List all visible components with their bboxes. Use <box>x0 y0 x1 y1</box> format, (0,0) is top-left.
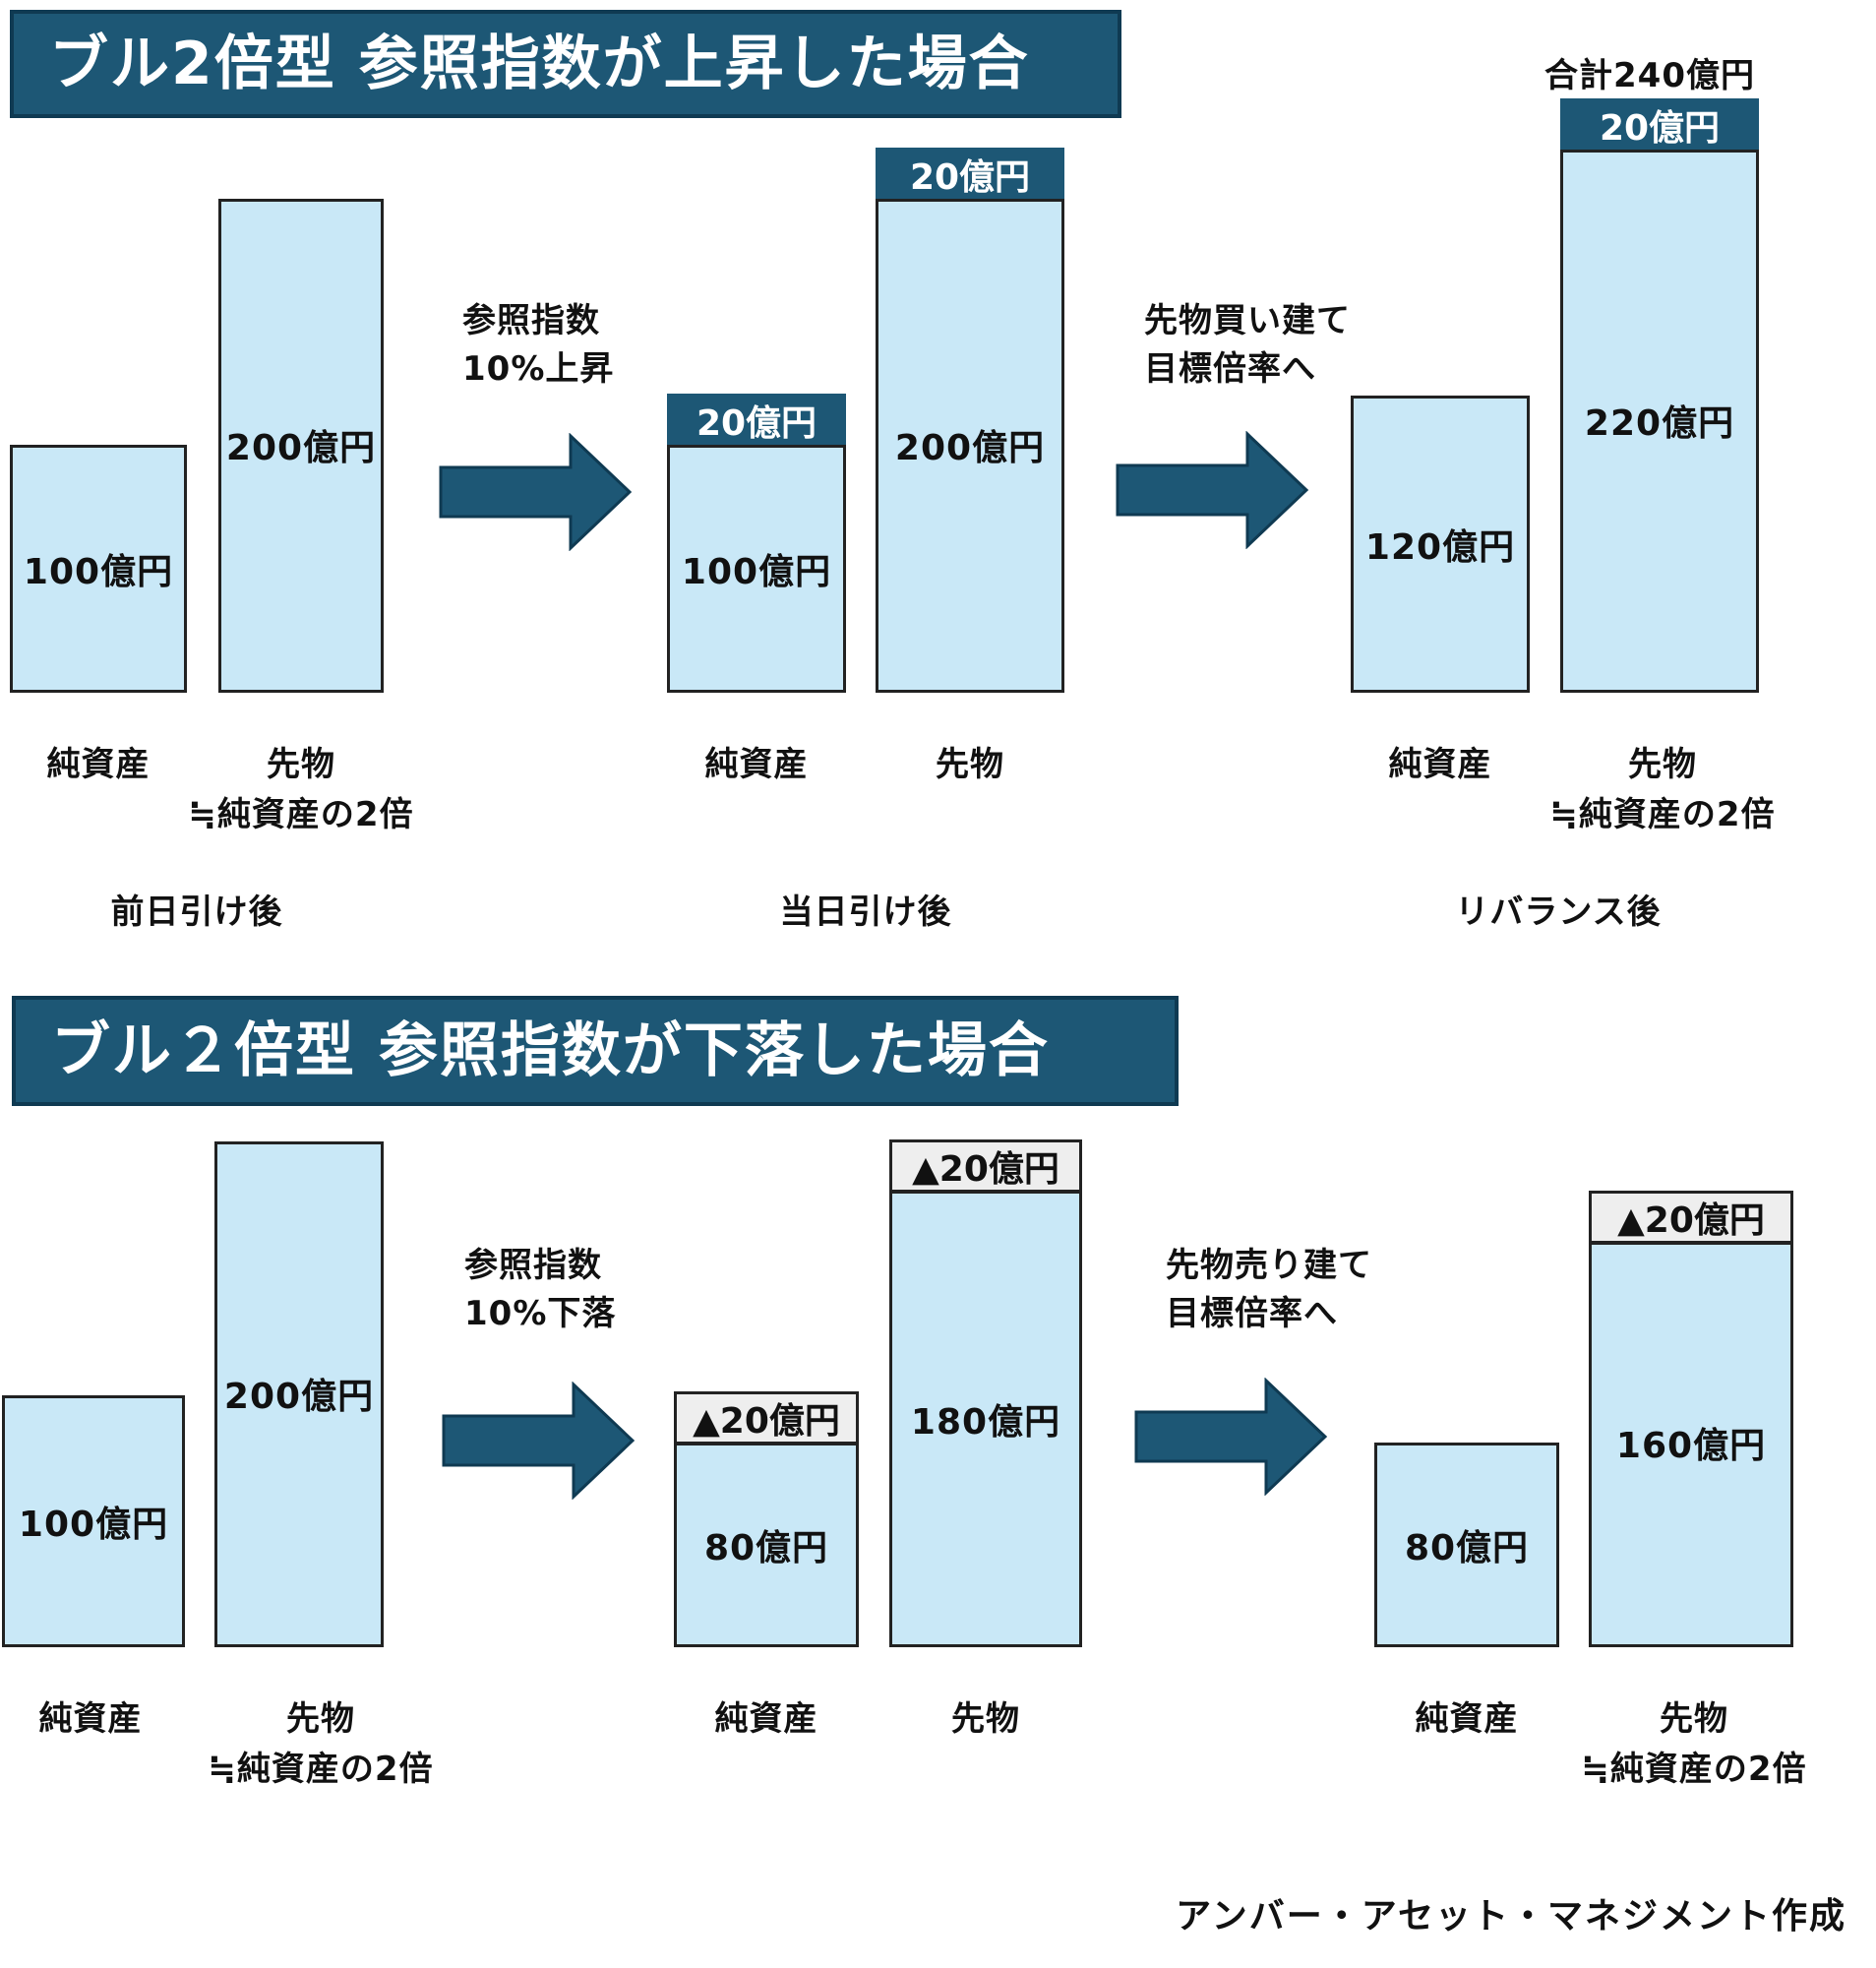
futures-label: 先物≒純資産の2倍 <box>208 1699 434 1789</box>
futures-value: 200億円 <box>223 1377 375 1417</box>
title-up: ブル2倍型 参照指数が上昇した場合 <box>10 10 1121 118</box>
futures-value: 160億円 <box>1615 1426 1767 1466</box>
stage-caption: 前日引け後 <box>110 892 283 932</box>
net-asset-bar <box>1374 1443 1559 1647</box>
right-arrow-icon <box>439 433 633 551</box>
credit-text: アンバー・アセット・マネジメント作成 <box>1176 1896 1846 1937</box>
futures-gain-tag: 20億円 <box>1560 98 1759 152</box>
futures-bar <box>876 199 1064 693</box>
futures-gain-tag: 20億円 <box>876 148 1064 201</box>
net-asset-bar <box>1351 396 1530 693</box>
net-asset-gain-tag: 20億円 <box>667 394 846 447</box>
total-label: 合計240億円 <box>1544 56 1755 95</box>
net-asset-loss-tag: ▲20億円 <box>674 1391 859 1445</box>
right-arrow-icon <box>442 1382 635 1500</box>
futures-label: 先物≒純資産の2倍 <box>188 745 414 834</box>
net-asset-value: 80億円 <box>703 1528 829 1568</box>
futures-bar <box>1589 1242 1793 1647</box>
net-asset-label: 純資産 <box>714 1699 818 1739</box>
net-asset-label: 純資産 <box>46 745 151 784</box>
title-down: ブル２倍型 参照指数が下落した場合 <box>12 996 1179 1106</box>
net-asset-bar <box>10 445 187 693</box>
net-asset-bar <box>2 1395 185 1647</box>
step-note: 先物買い建て目標倍率へ <box>1144 301 1351 390</box>
stage-caption: 当日引け後 <box>779 892 952 932</box>
right-arrow-icon <box>1134 1378 1328 1496</box>
net-asset-value: 100億円 <box>681 552 832 592</box>
futures-loss-tag: ▲20億円 <box>889 1139 1082 1193</box>
net-asset-bar <box>667 445 846 693</box>
futures-loss-tag: ▲20億円 <box>1589 1191 1793 1244</box>
futures-value: 200億円 <box>225 428 377 468</box>
net-asset-bar <box>674 1443 859 1647</box>
futures-bar <box>1560 150 1759 693</box>
net-asset-label: 純資産 <box>1415 1699 1519 1739</box>
futures-value: 180億円 <box>910 1402 1061 1443</box>
step-note: 先物売り建て目標倍率へ <box>1166 1246 1372 1334</box>
stage-caption: リバランス後 <box>1455 892 1662 932</box>
futures-bar <box>214 1141 384 1647</box>
futures-bar <box>218 199 384 693</box>
futures-bar <box>889 1191 1082 1647</box>
net-asset-label: 純資産 <box>704 745 809 784</box>
net-asset-value: 100億円 <box>23 552 174 592</box>
net-asset-label: 純資産 <box>38 1699 143 1739</box>
net-asset-value: 100億円 <box>18 1505 169 1545</box>
right-arrow-icon <box>1116 431 1309 549</box>
futures-value: 220億円 <box>1584 403 1735 444</box>
net-asset-value: 80億円 <box>1404 1528 1530 1568</box>
futures-label: 先物 <box>951 1699 1020 1739</box>
futures-label: 先物≒純資産の2倍 <box>1549 745 1776 834</box>
futures-value: 200億円 <box>894 428 1046 468</box>
futures-label: 先物 <box>936 745 1004 784</box>
net-asset-value: 120億円 <box>1364 527 1516 568</box>
futures-label: 先物≒純資産の2倍 <box>1581 1699 1807 1789</box>
net-asset-label: 純資産 <box>1388 745 1492 784</box>
